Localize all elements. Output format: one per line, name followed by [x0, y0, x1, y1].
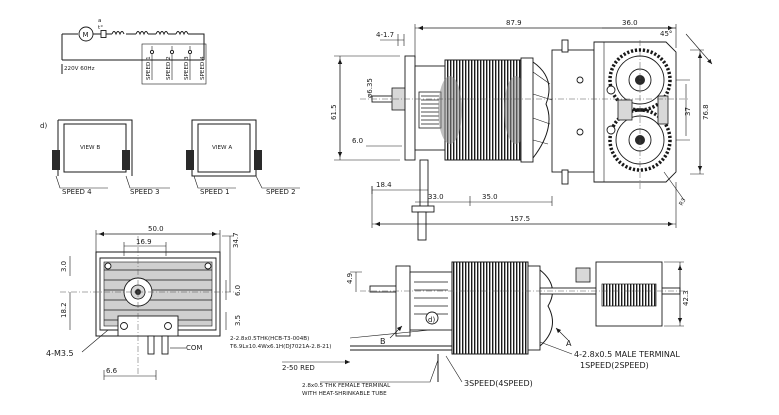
- label-female-2: WITH HEAT-SHRINKABLE TUBE: [302, 391, 387, 397]
- dim-6-0-side: 6.0: [352, 137, 363, 145]
- label-a: A: [566, 339, 572, 348]
- label-2-50-red: 2-50 RED: [282, 364, 315, 372]
- dim-3-5: 3.5: [234, 315, 242, 326]
- dim-42-3: 42.3: [682, 290, 690, 306]
- label-b: B: [380, 337, 386, 346]
- label-speed12: 1SPEED(2SPEED): [580, 361, 649, 370]
- dim-37: 37: [684, 107, 692, 116]
- wiring-schematic: M t° a 220V 60Hz SPEED 1 SPEED 2 SPEED 3…: [61, 18, 207, 85]
- view-b-speed-4: SPEED 4: [62, 188, 92, 196]
- dim-34-7: 34.7: [232, 232, 240, 248]
- schematic-speed-4: SPEED 4: [200, 56, 206, 80]
- schematic-speed-3: SPEED 3: [184, 56, 190, 80]
- schematic-speed-2: SPEED 2: [166, 56, 172, 80]
- label-com: COM: [186, 344, 202, 352]
- motor-label: M: [83, 31, 89, 39]
- dim-18-2: 18.2: [60, 302, 68, 318]
- view-b-label: VIEW B: [80, 145, 100, 151]
- dim-18-4: 18.4: [376, 181, 392, 189]
- front-view: 50.0 16.9 34.7 3.0 6.0 18.2 3.5 4-M3.5 C…: [46, 225, 242, 380]
- schematic-speed-1: SPEED 1: [146, 56, 152, 80]
- dim-76-8: 76.8: [702, 104, 710, 120]
- dim-6-6: 6.6: [106, 367, 118, 375]
- label-spec-1: 2-2.8x0.5THK(HCB-T3-004B): [230, 336, 309, 342]
- label-spec-2: T6.9Lx10.4Wx6.1H(DJ7021A-2.8-21): [229, 344, 331, 350]
- dim-r3: R3: [679, 197, 688, 207]
- label-female-1: 2.8x0.5 THK FEMALE TERMINAL: [302, 383, 391, 389]
- dim-36-0: 36.0: [622, 19, 638, 27]
- dim-87-9: 87.9: [506, 19, 522, 27]
- dim-50-0: 50.0: [148, 225, 164, 233]
- view-b-speed-3: SPEED 3: [130, 188, 160, 196]
- supply-label: 220V 60Hz: [64, 66, 95, 72]
- dim-6-35: ø6.35: [366, 78, 374, 98]
- view-details: d) VIEW B SPEED 4 SPEED 3 VIEW A SPEED 1…: [40, 119, 300, 196]
- bottom-view: 4.9 42.3 B A d) 2-2.8x0.5THK(HCB-T3-004B…: [229, 261, 690, 397]
- dim-4-1-7: 4-1.7: [376, 31, 394, 39]
- view-a-speed-1: SPEED 1: [200, 188, 230, 196]
- view-a-label: VIEW A: [212, 145, 232, 151]
- label-4-m3-5: 4-M3.5: [46, 349, 74, 358]
- side-view: 87.9 36.0 45° 4-1.7 61.5 ø6.35 6.0 76.8 …: [330, 19, 713, 241]
- dim-35-0: 35.0: [482, 193, 498, 201]
- dim-6-0-front: 6.0: [234, 285, 242, 296]
- gear-large: [608, 48, 672, 112]
- dim-4-9: 4.9: [346, 273, 354, 284]
- dim-16-9: 16.9: [136, 238, 152, 246]
- label-male-terminal: 4-2.8x0.5 MALE TERMINAL: [574, 350, 680, 359]
- switch-a-label: a: [98, 18, 101, 24]
- dim-61-5: 61.5: [330, 104, 338, 120]
- view-marker: d): [40, 122, 47, 130]
- label-speed34: 3SPEED(4SPEED): [464, 379, 533, 388]
- view-a-speed-2: SPEED 2: [266, 188, 296, 196]
- dim-45deg: 45°: [660, 30, 672, 38]
- dim-157-5: 157.5: [510, 215, 530, 223]
- label-d-bottom: d): [428, 316, 435, 324]
- dim-3-0: 3.0: [60, 261, 68, 272]
- fuse-label: t°: [98, 25, 103, 31]
- dim-33-0: 33.0: [428, 193, 444, 201]
